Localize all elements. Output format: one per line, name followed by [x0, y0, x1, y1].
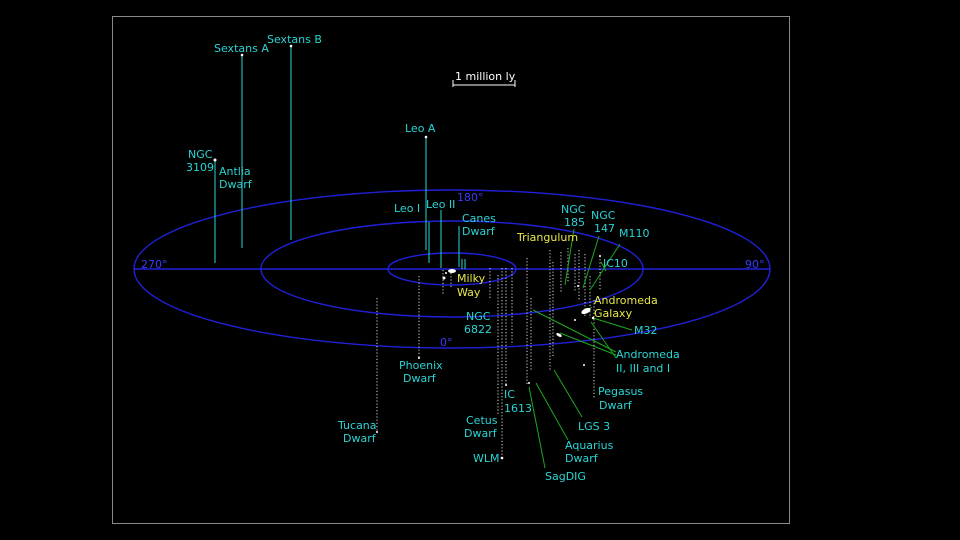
label-aquarius-1: Aquarius — [565, 439, 614, 452]
smc-marker — [445, 272, 447, 274]
label-ngc3109-2: 3109 — [186, 161, 214, 174]
label-tucana-2: Dwarf — [343, 432, 377, 445]
label-andromeda-2: Galaxy — [594, 307, 633, 320]
label-aquarius-2: Dwarf — [565, 452, 599, 465]
label-cetus-1: Cetus — [466, 414, 498, 427]
label-milky-way-1: Milky — [457, 272, 486, 285]
label-andromeda-1: Andromeda — [594, 294, 658, 307]
label-ngc185-1: NGC — [561, 203, 586, 216]
deg-0: 0° — [440, 336, 453, 349]
label-phoenix-2: Dwarf — [403, 372, 437, 385]
label-milky-way-2: Way — [457, 286, 481, 299]
label-canes-1: Canes — [462, 212, 496, 225]
label-triangulum: Triangulum — [516, 231, 578, 244]
label-antlia-2: Dwarf — [219, 178, 253, 191]
andromeda-ii-marker — [574, 319, 576, 321]
label-ic10: IC10 — [603, 257, 628, 270]
deg-90: 90° — [745, 258, 765, 271]
label-m110: M110 — [619, 227, 650, 240]
galaxy-markers — [214, 45, 602, 460]
label-leo-ii: Leo II — [426, 198, 455, 211]
label-ngc6822-1: NGC — [466, 310, 491, 323]
label-wlm: WLM — [473, 452, 500, 465]
ic1613-marker — [505, 384, 507, 386]
label-cetus-2: Dwarf — [464, 427, 498, 440]
leo-a-marker — [425, 136, 428, 139]
scale-bar: 1 million ly — [453, 70, 516, 87]
scale-bar-label: 1 million ly — [455, 70, 516, 83]
label-lgs3: LGS 3 — [578, 420, 610, 433]
label-leo-i: Leo I — [394, 202, 420, 215]
aquarius-marker — [528, 382, 530, 384]
deg-270: 270° — [141, 258, 168, 271]
label-ngc185-2: 185 — [564, 216, 585, 229]
pegasus-marker — [583, 364, 585, 366]
label-canes-2: Dwarf — [462, 225, 496, 238]
label-phoenix-1: Phoenix — [399, 359, 443, 372]
label-andromeda-123-1: Andromeda — [616, 348, 680, 361]
label-ngc147-1: NGC — [591, 209, 616, 222]
label-andromeda-123-2: II, III and I — [616, 362, 670, 375]
label-ic1613-2: 1613 — [504, 402, 532, 415]
deg-180: 180° — [457, 191, 484, 204]
label-ic1613-1: IC — [504, 388, 515, 401]
label-ngc3109-1: NGC — [188, 148, 213, 161]
label-antlia-1: Antlia — [219, 165, 251, 178]
stems-above — [215, 46, 465, 269]
wlm-marker — [501, 457, 504, 460]
label-leo-a: Leo A — [405, 122, 436, 135]
label-sextans-b: Sextans B — [267, 33, 322, 46]
ic10-marker — [599, 255, 601, 257]
label-pegasus-1: Pegasus — [598, 385, 643, 398]
lmc-marker — [443, 277, 446, 280]
label-sagdig: SagDIG — [545, 470, 586, 483]
label-pegasus-2: Dwarf — [599, 399, 633, 412]
label-ngc147-2: 147 — [594, 222, 615, 235]
label-ngc6822-2: 6822 — [464, 323, 492, 336]
label-m32: M32 — [634, 324, 658, 337]
milky-way-marker — [448, 269, 456, 273]
label-sextans-a: Sextans A — [214, 42, 269, 55]
label-tucana-1: Tucana — [337, 419, 377, 432]
ngc185-marker — [577, 285, 579, 287]
